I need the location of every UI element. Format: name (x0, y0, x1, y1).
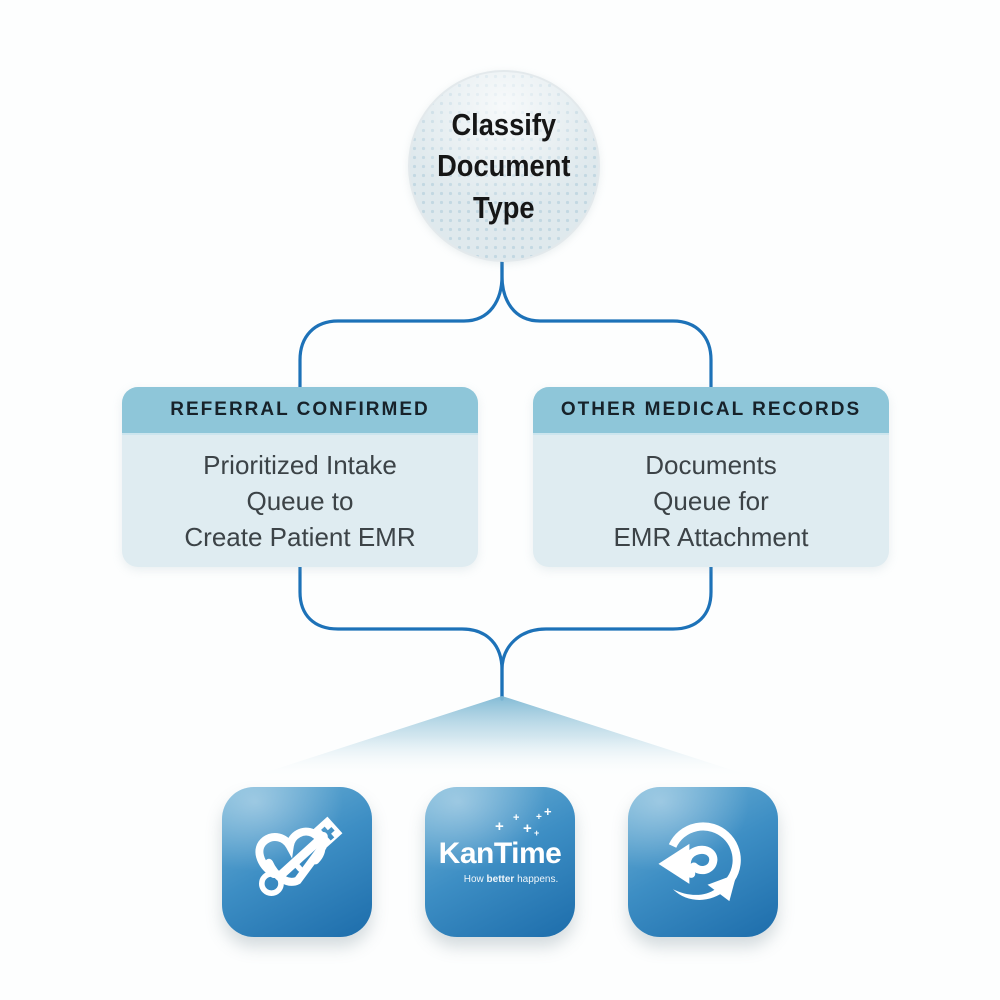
node-other-medical-records: OTHER MEDICAL RECORDS Documents Queue fo… (533, 387, 889, 567)
app-tile-sync (628, 787, 778, 937)
left-arrow (658, 843, 690, 884)
kantime-logo-text: KanTime (438, 837, 562, 870)
sparkle-icon: + (544, 804, 552, 819)
node-other-body: Documents Queue for EMR Attachment (613, 450, 809, 552)
app-tile-kantime: + + + + + + KanTime How better happens. (425, 787, 575, 937)
bottom-sweep (673, 884, 726, 900)
tagline-pre: How (463, 874, 487, 885)
key-head-cross (310, 816, 343, 849)
sync-arrows-icon (658, 822, 741, 902)
key-shaft (275, 832, 328, 881)
connector-bottom-right (500, 563, 713, 701)
root-node-label: Classify Document Type (437, 107, 571, 225)
heart-key-icon (255, 816, 343, 896)
tagline-bold: better (486, 874, 515, 885)
inner-swirl (682, 845, 718, 878)
tagline-post: happens. (514, 874, 559, 885)
node-other-header: OTHER MEDICAL RECORDS (533, 387, 889, 435)
sparkle-icon: + (536, 812, 542, 823)
connector-bottom-left (298, 563, 504, 701)
connector-top-left (298, 250, 504, 390)
connector-top-right (500, 250, 713, 390)
key-bow (259, 871, 284, 896)
root-node-classify: Classify Document Type (408, 70, 600, 262)
sparkle-icon: + (495, 818, 504, 835)
node-referral-header: REFERRAL CONFIRMED (122, 387, 478, 435)
sparkle-icon: + (513, 812, 520, 824)
node-referral-body: Prioritized Intake Queue to Create Patie… (184, 450, 416, 552)
check-swoosh (265, 842, 327, 886)
kantime-logo: + + + + + + KanTime How better happens. (435, 805, 565, 885)
node-referral-confirmed: REFERRAL CONFIRMED Prioritized Intake Qu… (122, 387, 478, 567)
sparkle-icon: + (523, 820, 532, 837)
key-tooth (291, 860, 303, 872)
branch-connectors (298, 250, 713, 701)
fan-triangle (248, 696, 757, 778)
sparkle-icon: + (534, 828, 540, 838)
kantime-tagline: How better happens. (435, 874, 565, 885)
app-tile-heart-key (222, 787, 372, 937)
